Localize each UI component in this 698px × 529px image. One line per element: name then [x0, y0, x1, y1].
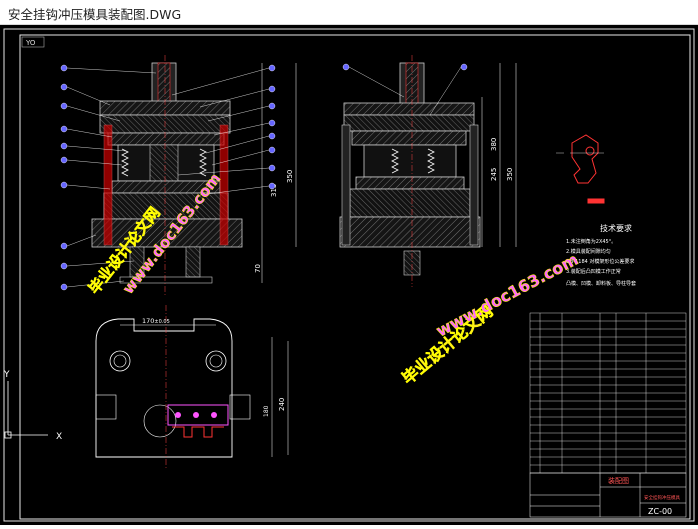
- plan-view: 170±0.05 240 180: [95, 305, 289, 469]
- tech-req-line-3: GB-1184 对模架形位公差要求: [566, 258, 634, 265]
- tech-req-line-4: 3.装配后凸凹模工作正常: [566, 268, 621, 275]
- parts-list-table: [529, 312, 687, 474]
- dim-front-b: 350: [286, 170, 294, 183]
- tech-req-line-5: 凸模、凹模、卸料板、导柱导套: [566, 280, 636, 287]
- window-titlebar: 安全挂钩冲压模具装配图.DWG: [0, 0, 698, 25]
- cad-drawing-canvas[interactable]: YO 315 350 70: [0, 25, 698, 525]
- viewport-label-box: [21, 36, 45, 48]
- ucs-x: X: [56, 432, 62, 442]
- dim-front-c: 70: [254, 264, 262, 273]
- dim-front-a: 315: [270, 184, 278, 197]
- viewport-label: YO: [25, 39, 36, 47]
- ucs-y: Y: [3, 370, 10, 380]
- side-view: 245 350 380: [339, 55, 517, 287]
- technical-requirements: 技术要求 1.未注倒角为2X45°。 2.模具装配间隙均匀 GB-1184 对模…: [566, 223, 636, 287]
- title-block-name: 装配图: [608, 476, 629, 485]
- front-view: 315 350 70: [60, 55, 297, 295]
- dim-plan-width: 170±0.05: [142, 317, 170, 325]
- tech-req-heading: 技术要求: [600, 223, 632, 233]
- dim-side-a: 245: [490, 168, 498, 181]
- dim-side-c: 380: [490, 138, 498, 151]
- title-block-subtitle: 安全挂钩冲压模具: [644, 494, 680, 501]
- inner-border: [19, 34, 691, 520]
- ucs-icon: X Y: [3, 370, 62, 442]
- tech-req-line-1: 1.未注倒角为2X45°。: [566, 238, 616, 245]
- part-sketch: [556, 134, 605, 204]
- dim-plan-depth-b: 180: [263, 405, 270, 417]
- dim-plan-depth-a: 240: [278, 398, 286, 411]
- dim-side-b: 350: [506, 168, 514, 181]
- title-block: [529, 472, 687, 518]
- window-title: 安全挂钩冲压模具装配图.DWG: [8, 7, 182, 22]
- outer-border: [3, 28, 695, 522]
- tech-req-line-2: 2.模具装配间隙均匀: [566, 248, 611, 255]
- title-block-drawing-no: ZC-00: [648, 507, 672, 516]
- watermark-4: www.doc163.com: [433, 250, 581, 341]
